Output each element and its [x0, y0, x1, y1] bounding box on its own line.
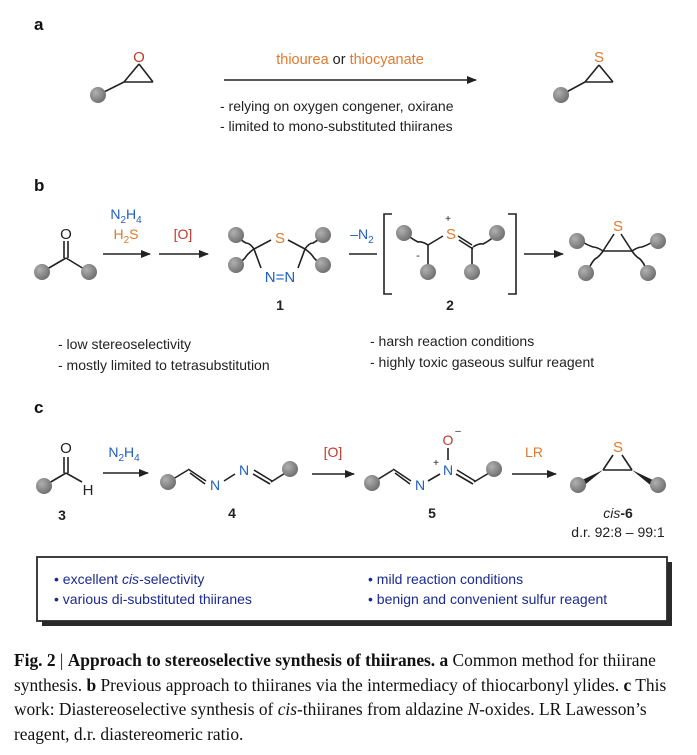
compound-6-label: cis-6 [603, 505, 633, 521]
substituent-ball [396, 225, 412, 241]
thiadiazoline-structure [237, 236, 322, 269]
reagent-hydrazine: N2H4 [110, 206, 142, 226]
intermediate-bracket-left [383, 213, 392, 295]
reagent-lawesson: LR [525, 444, 543, 460]
substituent-ball [578, 265, 594, 281]
diastereomeric-ratio: d.r. 92:8 – 99:1 [571, 524, 665, 540]
note-b-left-2: - mostly limited to tetrasubstitution [58, 357, 270, 373]
thiadiazoline-s-atom: S [275, 230, 285, 247]
n-oxide-o-atom: O [443, 432, 454, 448]
compound-1-label: 1 [276, 297, 284, 313]
compound-2-label: 2 [446, 297, 454, 313]
reagent-hydrazine-c: N2H4 [108, 444, 140, 464]
thiirane-structure-b [580, 233, 655, 270]
n-oxide-minus-charge: – [455, 426, 461, 437]
reagent-or: or [329, 52, 350, 68]
caption-b-text: Previous approach to thiiranes via the i… [96, 674, 620, 695]
note-b-right-2: - highly toxic gaseous sulfur reagent [370, 354, 594, 370]
substituent-ball [570, 477, 586, 493]
cis-thiirane-s-atom: S [613, 439, 623, 456]
note-b-right-1: - harsh reaction conditions [370, 333, 534, 349]
substituent-ball [282, 461, 298, 477]
caption-b-label: b [82, 674, 97, 695]
note-a-1: - relying on oxygen congener, oxirane [220, 98, 454, 114]
aldazine-n-atom-2: N [239, 462, 249, 478]
caption-fig-label: Fig. 2 [14, 650, 56, 670]
scheme-figure: a O thiourea or thiocyanate - relying on… [34, 15, 672, 626]
n-oxide-plus-charge: + [433, 458, 439, 469]
substituent-ball [650, 233, 666, 249]
caption-c-italic-2: N [467, 699, 480, 719]
caption-c-text-2: -thiiranes from aldazine [297, 699, 468, 719]
note-b-left-1: - low stereoselectivity [58, 336, 191, 352]
oxirane-o-atom: O [133, 49, 145, 66]
ylide-plus-charge: + [445, 214, 451, 225]
substituent-ball [420, 264, 436, 280]
compound-3-label: 3 [58, 507, 66, 523]
caption-a-text: Common method for thiirane synthesis. [14, 650, 656, 695]
aldazine-structure [167, 468, 291, 485]
substituent-ball [486, 461, 502, 477]
thiirane-structure-a [560, 64, 614, 96]
thiirane-b-s-atom: S [613, 218, 623, 235]
ketone-structure [41, 241, 90, 273]
caption-c-text-3: -oxides. LR Lawesson’s reagent, d.r. dia… [14, 699, 647, 744]
n-oxide-n-atom-1: N [415, 477, 425, 493]
summary-box [36, 556, 668, 622]
summary-item-2: • various di-substituted thiiranes [54, 591, 252, 607]
substituent-ball [640, 265, 656, 281]
caption-a-label: a [435, 650, 449, 670]
caption-separator: | [55, 650, 68, 670]
caption-c-italic-1: cis [277, 699, 298, 719]
panel-b-label: b [34, 176, 44, 195]
ketone-o-atom: O [60, 226, 72, 243]
ylide-s-atom: S [446, 226, 456, 243]
reagent-n2-loss: –N2 [350, 226, 374, 246]
compound-5-label: 5 [428, 505, 436, 521]
reagent-thiourea: thiourea [276, 52, 329, 68]
thiirane-s-atom: S [594, 49, 604, 66]
substituent-ball [81, 264, 97, 280]
substituent-ball [315, 227, 331, 243]
aldazine-n-atom-1: N [210, 477, 220, 493]
substituent-ball [464, 264, 480, 280]
reagent-h2s: H2S [113, 226, 138, 246]
substituent-ball [34, 264, 50, 280]
substituent-ball [90, 87, 106, 103]
substituent-ball [160, 474, 176, 490]
reagent-thiocyanate: thiocyanate [350, 52, 424, 68]
cis-thiirane-structure [602, 454, 633, 471]
caption-c-label: c [619, 674, 632, 695]
substituent-ball [228, 257, 244, 273]
substituent-ball [228, 227, 244, 243]
reagent-oxidation-c: [O] [324, 444, 343, 460]
summary-item-3: • mild reaction conditions [368, 571, 523, 587]
summary-item-1: • excellent cis-selectivity [54, 571, 204, 587]
intermediate-bracket-right [508, 213, 517, 295]
substituent-ball [36, 478, 52, 494]
panel-c-label: c [34, 398, 43, 417]
reagent-oxidation-b: [O] [174, 226, 193, 242]
substituent-ball [569, 233, 585, 249]
caption-c-text-1: This work: Diastereoselective synthesis … [14, 674, 667, 720]
aldehyde-h-atom: H [83, 482, 94, 499]
reagent-a: thiourea or thiocyanate [276, 52, 424, 68]
substituent-ball [650, 477, 666, 493]
ylide-minus-charge: - [416, 250, 420, 262]
oxirane-structure [97, 63, 154, 96]
compound-4-label: 4 [228, 505, 236, 521]
n-oxide-n-atom-2: N [443, 462, 453, 478]
aldehyde-o-atom: O [60, 440, 72, 457]
substituent-ball [315, 257, 331, 273]
substituent-ball [489, 225, 505, 241]
panel-a-label: a [34, 15, 44, 34]
thiadiazoline-n-atoms: N=N [265, 269, 295, 286]
substituent-ball [364, 475, 380, 491]
caption-title: Approach to stereoselective synthesis of… [67, 650, 436, 670]
substituent-ball [553, 87, 569, 103]
note-a-2: - limited to mono-substituted thiiranes [220, 118, 453, 134]
figure-caption: Fig. 2 | Approach to stereoselective syn… [14, 648, 690, 746]
summary-item-4: • benign and convenient sulfur reagent [368, 591, 607, 607]
